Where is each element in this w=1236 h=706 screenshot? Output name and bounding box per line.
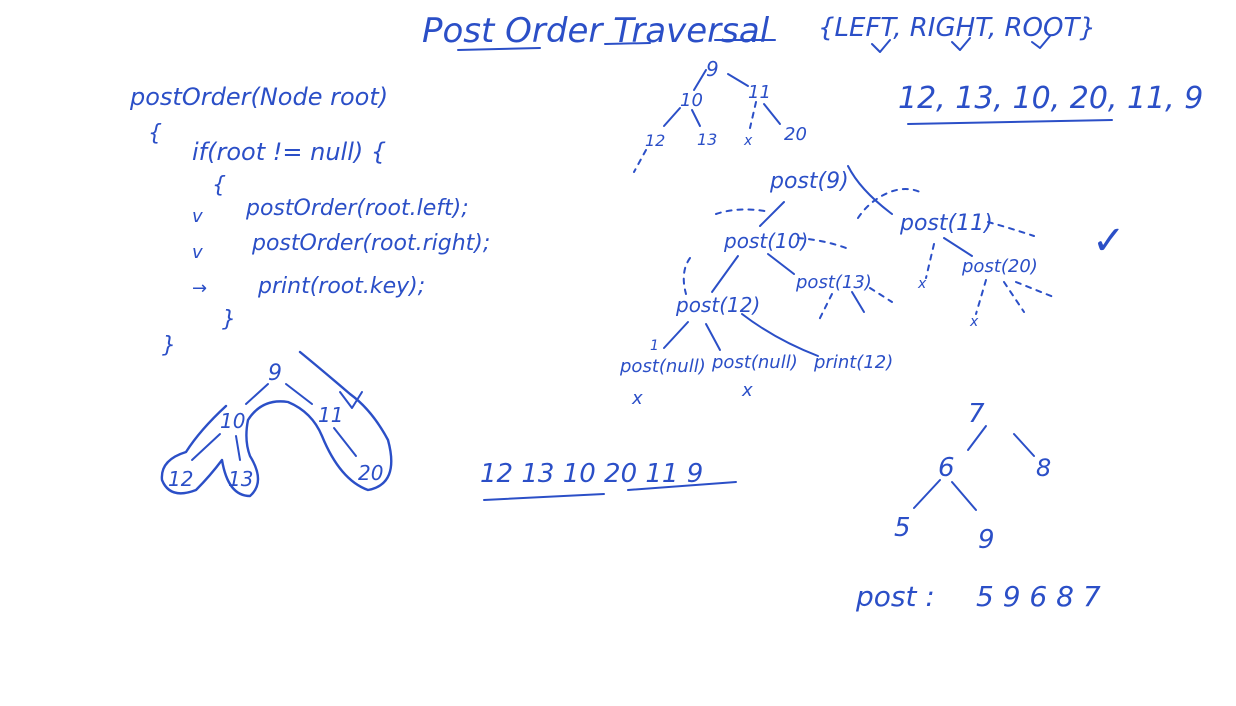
code-inner-open: { <box>212 173 226 198</box>
bl-node-10: 10 <box>220 409 245 433</box>
code-mark-left: v <box>192 206 203 227</box>
br-node-7: 7 <box>968 399 985 429</box>
br-result-values: 5 9 6 8 7 <box>976 580 1101 613</box>
title-underline-1 <box>457 47 541 51</box>
bl-node-12: 12 <box>168 467 193 491</box>
middle-result: 12 13 10 20 11 9 <box>480 459 703 489</box>
traversal-rule: {LEFT, RIGHT, ROOT} <box>818 13 1096 43</box>
code-open-brace: { <box>148 121 162 146</box>
code-print-line: print(root.key); <box>257 274 425 299</box>
page-title: Post Order Traversal <box>422 11 770 51</box>
top-tree-node-x: x <box>743 133 753 149</box>
top-result: 12, 13, 10, 20, 11, 9 <box>898 81 1203 116</box>
check-mark: ✓ <box>1092 218 1126 264</box>
code-mark-right: v <box>192 242 203 263</box>
code-if-line: if(root != null) { <box>192 138 386 166</box>
code-inner-close: } <box>222 307 236 332</box>
rec-node-post9: post(9) <box>769 169 849 194</box>
rec-mark-x-4: x <box>969 314 979 330</box>
rec-mark-x-2: x <box>741 380 753 401</box>
top-tree: 9 10 11 12 13 x 20 <box>633 57 807 173</box>
rule-check-root <box>1031 35 1051 49</box>
top-tree-node-20: 20 <box>784 124 807 145</box>
code-mark-print: → <box>192 278 207 299</box>
top-tree-node-13: 13 <box>697 130 717 149</box>
title-underline-2 <box>604 42 651 45</box>
rec-mark-x-3: x <box>917 276 927 292</box>
code-call-right: postOrder(root.right); <box>251 231 490 256</box>
rec-node-post12: post(12) <box>675 293 760 317</box>
br-node-9: 9 <box>978 525 995 555</box>
bottom-left-tree: 9 10 11 12 13 20 <box>160 350 393 498</box>
rec-node-post-null-left: post(null) <box>619 356 706 377</box>
br-node-6: 6 <box>938 453 955 483</box>
middle-result-underline-2 <box>627 481 737 491</box>
code-call-left: postOrder(root.left); <box>245 196 469 221</box>
top-tree-node-10: 10 <box>680 90 703 111</box>
rule-check-left <box>871 39 891 53</box>
rec-node-post11: post(11) <box>899 211 993 236</box>
top-tree-node-12: 12 <box>645 131 665 150</box>
bottom-right-tree: 7 6 8 5 9 post : 5 9 6 8 7 <box>855 399 1101 613</box>
rec-node-post13: post(13) <box>795 272 872 293</box>
bl-node-9: 9 <box>268 361 282 386</box>
rec-mark-x-1: x <box>631 388 643 409</box>
code-signature: postOrder(Node root) <box>129 83 388 111</box>
middle-result-underline-1 <box>483 493 605 501</box>
br-result-label: post : <box>855 580 935 613</box>
recursion-tree: post(9) post(11) post(10) post(13) post(… <box>619 165 1057 409</box>
rec-node-post-null-right: post(null) <box>711 352 798 373</box>
br-node-5: 5 <box>894 513 911 543</box>
top-tree-node-11: 11 <box>748 82 771 103</box>
bl-node-20: 20 <box>358 461 383 485</box>
code-close-brace: } <box>162 333 176 358</box>
rec-node-print12: print(12) <box>813 352 893 373</box>
rule-check-right <box>951 37 971 51</box>
rec-node-post20: post(20) <box>961 256 1038 277</box>
br-node-8: 8 <box>1036 454 1051 482</box>
rec-mark-1: 1 <box>650 338 659 354</box>
top-result-underline <box>907 119 1113 125</box>
bl-node-11: 11 <box>318 403 343 427</box>
rec-node-post10: post(10) <box>723 229 808 253</box>
top-tree-node-9: 9 <box>706 57 719 81</box>
